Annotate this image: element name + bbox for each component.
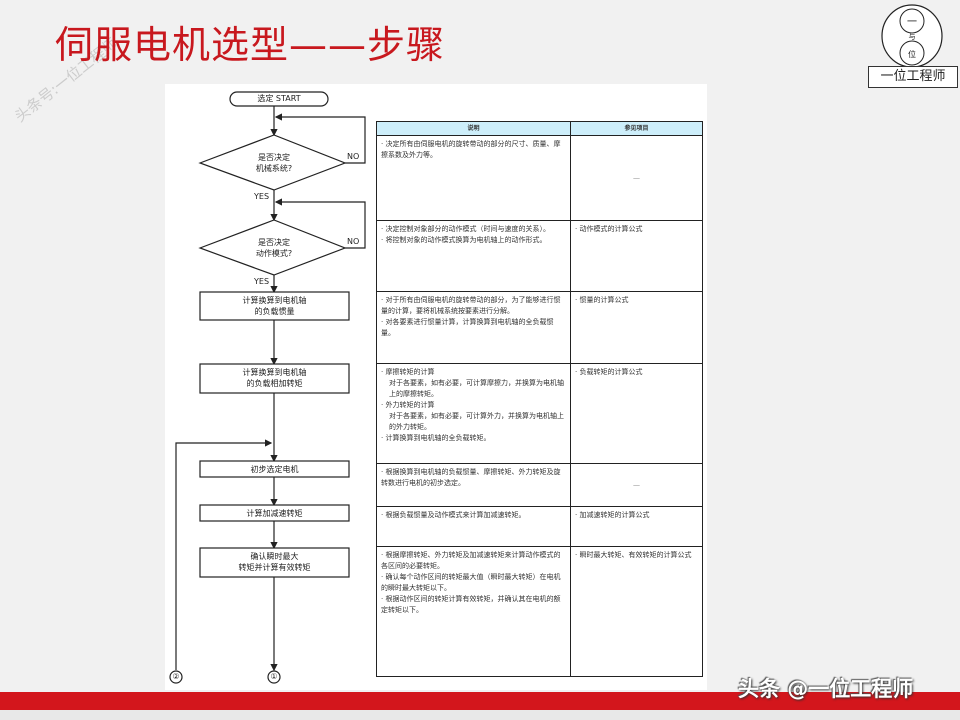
no-label-1: NO bbox=[347, 152, 360, 161]
start-label: 选定 START bbox=[257, 94, 301, 103]
reference-cell: · 瞬时最大转矩、有效转矩的计算公式 bbox=[570, 546, 703, 677]
description-line: · 根据动作区间的转矩计算有效转矩，并确认其在电机的额定转矩以下。 bbox=[381, 595, 561, 614]
description-line: 对于各要素，如有必要，可计算摩擦力，并换算为电机轴上的摩擦转矩。 bbox=[389, 379, 564, 398]
description-line: 对于各要素，如有必要，可计算外力，并换算为电机轴上的外力转矩。 bbox=[389, 412, 564, 431]
logo-icon: 一 与 位 bbox=[881, 4, 943, 68]
description-line: · 对于所有由伺服电机的旋转带动的部分，为了能够进行惯量的计算，要将机械系统按要… bbox=[381, 296, 561, 315]
step5-label: 确认瞬时最大转矩并计算有效转矩 bbox=[200, 551, 349, 573]
svg-text:与: 与 bbox=[909, 33, 916, 41]
decision2-line2: 动作模式? bbox=[255, 249, 293, 258]
description-line: · 决定所有由伺服电机的旋转带动的部分的尺寸、质量、摩擦系数及外力等。 bbox=[381, 140, 561, 159]
description-cell: · 对于所有由伺服电机的旋转带动的部分，为了能够进行惯量的计算，要将机械系统按要… bbox=[376, 291, 571, 364]
reference-cell: · 动作模式的计算公式 bbox=[570, 220, 703, 292]
table-row: · 对于所有由伺服电机的旋转带动的部分，为了能够进行惯量的计算，要将机械系统按要… bbox=[376, 291, 703, 364]
description-line: · 确认每个动作区间的转矩最大值（瞬时最大转矩）在电机的瞬时最大转矩以下。 bbox=[381, 573, 561, 592]
description-cell: · 根据摩擦转矩、外力转矩及加减速转矩来计算动作模式的各区间的必要转矩。 · 确认… bbox=[376, 546, 571, 677]
step5-line2: 转矩并计算有效转矩 bbox=[238, 563, 311, 572]
description-cell: · 根据换算到电机轴的负载惯量、摩擦转矩、外力转矩及旋转数进行电机的初步选定。 bbox=[376, 463, 571, 507]
decision2-label: 是否决定动作模式? bbox=[224, 237, 324, 259]
signature: 头条 @一位工程师 bbox=[738, 677, 914, 701]
reference-cell: · 负载转矩的计算公式 bbox=[570, 363, 703, 464]
description-cell: · 决定所有由伺服电机的旋转带动的部分的尺寸、质量、摩擦系数及外力等。 bbox=[376, 135, 571, 221]
connector-1 bbox=[267, 670, 281, 684]
step1-line1: 计算换算到电机轴 bbox=[242, 296, 307, 305]
step1-label: 计算换算到电机轴的负载惯量 bbox=[200, 295, 349, 317]
description-line: · 根据换算到电机轴的负载惯量、摩擦转矩、外力转矩及旋转数进行电机的初步选定。 bbox=[381, 468, 561, 487]
footer-strip bbox=[0, 710, 960, 720]
description-line: · 对各要素进行惯量计算，计算换算到电机轴的全负载惯量。 bbox=[381, 318, 554, 337]
decision1-label: 是否决定机械系统? bbox=[224, 152, 324, 174]
table-row: · 根据负载惯量及动作模式来计算加减速转矩。 · 加减速转矩的计算公式 bbox=[376, 506, 703, 547]
table-row: · 摩擦转矩的计算对于各要素，如有必要，可计算摩擦力，并换算为电机轴上的摩擦转矩… bbox=[376, 363, 703, 464]
step2-line1: 计算换算到电机轴 bbox=[242, 368, 307, 377]
step2-label: 计算换算到电机轴的负载相加转矩 bbox=[200, 367, 349, 389]
description-line: · 摩擦转矩的计算 bbox=[381, 368, 435, 376]
step5-line1: 确认瞬时最大 bbox=[250, 552, 299, 561]
reference-cell: · 加减速转矩的计算公式 bbox=[570, 506, 703, 547]
description-line: · 决定控制对象部分的动作模式（时间与速度的关系）。 bbox=[381, 225, 550, 233]
description-line: · 外力转矩的计算 bbox=[381, 401, 435, 409]
description-cell: · 决定控制对象部分的动作模式（时间与速度的关系）。 · 将控制对象的动作模式换算… bbox=[376, 220, 571, 292]
reference-cell: — bbox=[570, 135, 703, 221]
svg-text:位: 位 bbox=[908, 49, 916, 59]
decision2-line1: 是否决定 bbox=[258, 238, 290, 247]
footer-bar bbox=[0, 692, 960, 710]
description-line: · 根据摩擦转矩、外力转矩及加减速转矩来计算动作模式的各区间的必要转矩。 bbox=[381, 551, 561, 570]
step4-label: 计算加减速转矩 bbox=[246, 509, 303, 518]
logo-text: 一位工程师 bbox=[868, 66, 958, 88]
reference-cell: · 惯量的计算公式 bbox=[570, 291, 703, 364]
svg-text:一: 一 bbox=[907, 17, 917, 28]
no-label-2: NO bbox=[347, 237, 360, 246]
decision1-line2: 机械系统? bbox=[255, 164, 293, 173]
header-description: 说明 bbox=[376, 121, 571, 136]
table-row: · 根据换算到电机轴的负载惯量、摩擦转矩、外力转矩及旋转数进行电机的初步选定。 — bbox=[376, 463, 703, 507]
connector-2 bbox=[169, 670, 183, 684]
start-terminal bbox=[229, 91, 329, 107]
page-title: 伺服电机选型——步骤 bbox=[55, 23, 446, 67]
description-line: · 根据负载惯量及动作模式来计算加减速转矩。 bbox=[381, 511, 526, 519]
connector-1-label: ① bbox=[270, 672, 278, 681]
description-line: · 将控制对象的动作模式换算为电机轴上的动作形式。 bbox=[381, 236, 547, 244]
step1-line2: 的负载惯量 bbox=[254, 307, 295, 316]
description-cell: · 摩擦转矩的计算对于各要素，如有必要，可计算摩擦力，并换算为电机轴上的摩擦转矩… bbox=[376, 363, 571, 464]
yes-label-1: YES bbox=[254, 192, 270, 201]
step-effective-torque bbox=[199, 547, 350, 578]
step3-label: 初步选定电机 bbox=[250, 465, 299, 474]
table-row: · 根据摩擦转矩、外力转矩及加减速转矩来计算动作模式的各区间的必要转矩。 · 确认… bbox=[376, 546, 703, 677]
connector-2-label: ② bbox=[172, 672, 180, 681]
header-reference: 参见项目 bbox=[570, 121, 703, 136]
table-row: · 决定所有由伺服电机的旋转带动的部分的尺寸、质量、摩擦系数及外力等。 — bbox=[376, 135, 703, 221]
reference-cell: — bbox=[570, 463, 703, 507]
table-row: · 决定控制对象部分的动作模式（时间与速度的关系）。 · 将控制对象的动作模式换算… bbox=[376, 220, 703, 292]
yes-label-2: YES bbox=[254, 277, 270, 286]
description-cell: · 根据负载惯量及动作模式来计算加减速转矩。 bbox=[376, 506, 571, 547]
description-line: · 计算换算到电机轴的全负载转矩。 bbox=[381, 434, 491, 442]
decision1-line1: 是否决定 bbox=[258, 153, 290, 162]
steps-table: 说明 参见项目 · 决定所有由伺服电机的旋转带动的部分的尺寸、质量、摩擦系数及外… bbox=[376, 121, 703, 677]
step2-line2: 的负载相加转矩 bbox=[246, 379, 303, 388]
